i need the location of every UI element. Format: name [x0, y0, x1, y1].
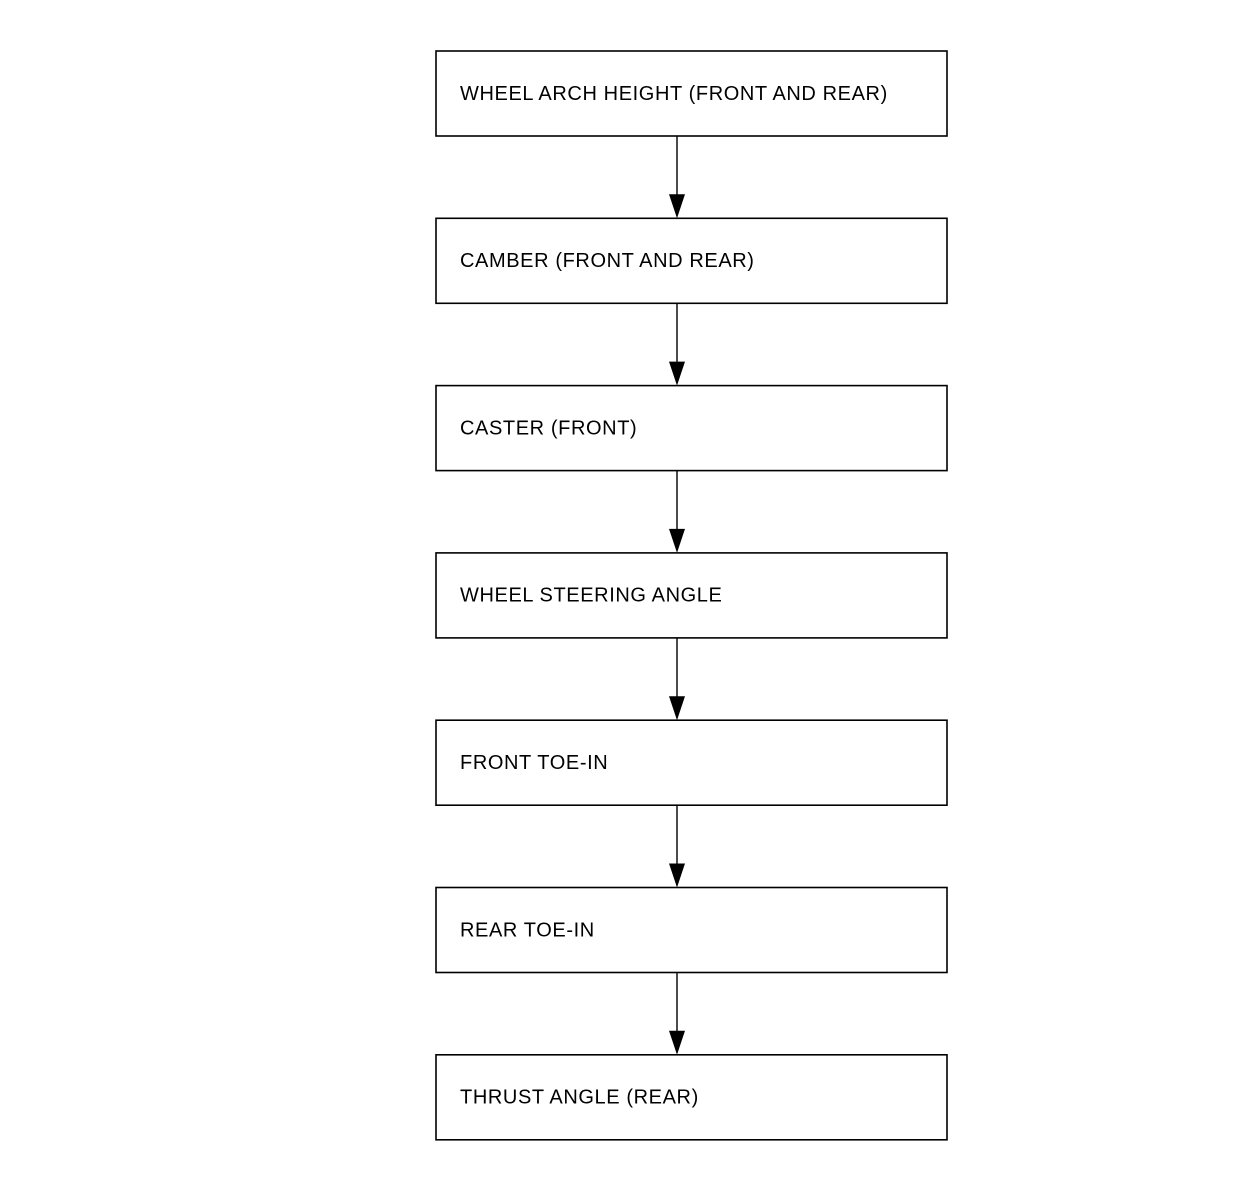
arrow-connector: [669, 637, 685, 721]
step-box: [435, 886, 948, 974]
step-box: [435, 719, 948, 807]
step-wheel-arch-height: WHEEL ARCH HEIGHT (FRONT AND REAR): [435, 50, 948, 137]
arrow-down-icon: [669, 361, 685, 386]
connector-group: [669, 136, 685, 1055]
step-box: [435, 1054, 948, 1141]
arrow-connector: [669, 470, 685, 553]
step-label: CAMBER (FRONT AND REAR): [460, 250, 755, 272]
step-front-toe-in: FRONT TOE-IN: [435, 719, 948, 807]
arrow-connector: [669, 303, 685, 386]
step-label: WHEEL STEERING ANGLE: [460, 585, 722, 607]
step-rear-toe-in: REAR TOE-IN: [435, 886, 948, 974]
step-box: [435, 50, 948, 137]
arrow-down-icon: [669, 696, 685, 721]
step-label: CASTER (FRONT): [460, 417, 637, 439]
step-thrust-angle: THRUST ANGLE (REAR): [435, 1054, 948, 1141]
arrow-down-icon: [669, 1030, 685, 1055]
step-label: WHEEL ARCH HEIGHT (FRONT AND REAR): [460, 83, 888, 105]
arrow-down-icon: [669, 863, 685, 888]
arrow-connector: [669, 805, 685, 888]
step-label: REAR TOE-IN: [460, 919, 595, 941]
step-group: WHEEL ARCH HEIGHT (FRONT AND REAR) CAMBER…: [435, 50, 948, 1141]
step-label: THRUST ANGLE (REAR): [460, 1087, 699, 1109]
arrow-down-icon: [669, 528, 685, 553]
step-label: FRONT TOE-IN: [460, 752, 608, 774]
step-wheel-steering-angle: WHEEL STEERING ANGLE: [435, 552, 948, 639]
step-camber: CAMBER (FRONT AND REAR): [435, 217, 948, 305]
arrow-down-icon: [669, 194, 685, 219]
step-box: [435, 384, 948, 472]
step-box: [435, 217, 948, 305]
step-box: [435, 552, 948, 639]
step-caster: CASTER (FRONT): [435, 384, 948, 472]
arrow-connector: [669, 136, 685, 219]
arrow-connector: [669, 972, 685, 1055]
